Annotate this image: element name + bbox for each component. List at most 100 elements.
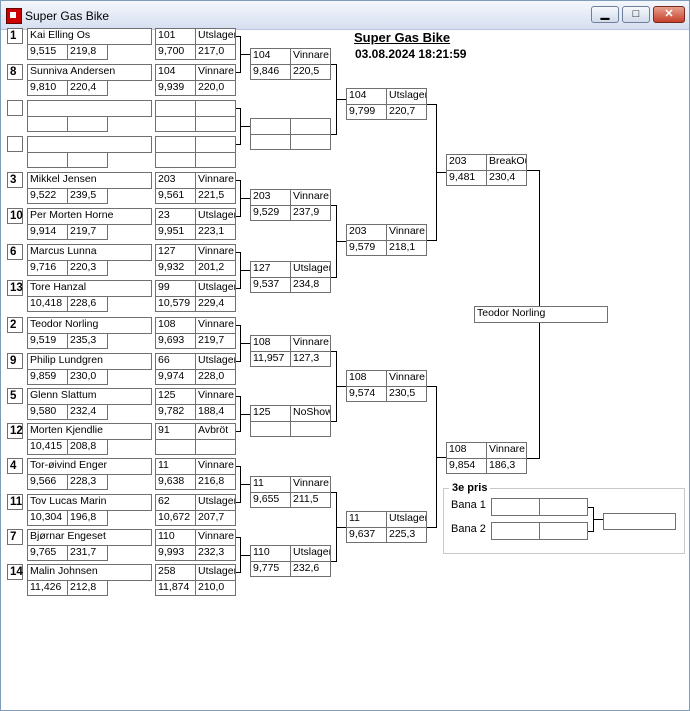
entry-number[interactable]: 203 [250,189,291,206]
winner-name[interactable]: Teodor Norling [474,306,608,323]
entry-number[interactable]: 101 [155,28,196,45]
title-bar[interactable]: Super Gas Bike ▁ □ ✕ [1,1,689,30]
entry-number[interactable]: 108 [155,317,196,334]
event-datetime: 03.08.2024 18:21:59 [355,47,467,61]
rider-name[interactable]: Tore Hanzal [27,280,152,297]
rider-name[interactable]: Glenn Slattum [27,388,152,405]
entry-number[interactable]: 66 [155,353,196,370]
bracket-line [236,36,241,37]
bracket-line [336,99,346,100]
entry-number[interactable]: 108 [250,335,291,352]
rider-name[interactable]: Morten Kjendlie [27,423,152,440]
bracket-line [331,277,337,278]
rider-name[interactable]: Philip Lundgren [27,353,152,370]
entry-number[interactable]: 11 [155,458,196,475]
entry-number[interactable]: 23 [155,208,196,225]
entry-number[interactable]: 91 [155,423,196,440]
rider-name[interactable]: Mikkel Jensen [27,172,152,189]
third-place-result[interactable] [603,513,676,530]
entry-status: Vinnare [386,370,427,387]
entry-status: Utslager [195,564,236,581]
entry-number[interactable] [155,136,196,153]
bracket-line [588,507,594,508]
entry-status [195,100,236,117]
entry-speed: 221,5 [195,188,236,204]
entry-number[interactable]: 127 [155,244,196,261]
minimize-icon: ▁ [600,8,610,20]
entry-number[interactable]: 110 [250,545,291,562]
third-lane2-b[interactable] [539,522,588,540]
bracket-line [588,531,594,532]
bracket-line [240,54,250,55]
entry-speed: 188,4 [195,404,236,420]
entry-status: Utslager [195,280,236,297]
entry-number[interactable]: 203 [446,154,487,171]
entry-number[interactable]: 104 [346,88,387,105]
seed-number: 8 [7,64,23,80]
entry-status: Vinnare [195,529,236,546]
entry-status: Utslager [195,208,236,225]
entry-number[interactable]: 125 [155,388,196,405]
close-button[interactable]: ✕ [653,6,685,23]
entry-number[interactable] [250,118,291,135]
maximize-button[interactable]: □ [622,6,650,23]
entry-number[interactable]: 203 [155,172,196,189]
entry-number[interactable]: 104 [155,64,196,81]
rider-time [27,116,68,132]
entry-time [250,421,291,437]
bracket-line [436,172,446,173]
entry-time: 10,672 [155,510,196,526]
bracket-line [427,527,437,528]
rider-name[interactable]: Malin Johnsen [27,564,152,581]
rider-name[interactable]: Teodor Norling [27,317,152,334]
bracket-line [236,466,241,467]
rider-time: 10,418 [27,296,68,312]
entry-number[interactable]: 11 [250,476,291,493]
entry-number[interactable]: 110 [155,529,196,546]
rider-name[interactable] [27,136,152,153]
rider-name[interactable]: Marcus Lunna [27,244,152,261]
entry-time [155,152,196,168]
entry-status: Avbröt [195,423,236,440]
entry-status: Vinnare [386,224,427,241]
entry-status: BreakOut [486,154,527,171]
bracket-line [427,104,437,105]
entry-number[interactable]: 203 [346,224,387,241]
entry-speed: 186,3 [486,458,527,474]
entry-number[interactable]: 108 [346,370,387,387]
bracket-line [331,64,337,65]
entry-time: 9,537 [250,277,291,293]
entry-number[interactable]: 62 [155,494,196,511]
entry-time: 9,974 [155,369,196,385]
lane1-label: Bana 1 [451,499,486,511]
entry-number[interactable]: 99 [155,280,196,297]
minimize-button[interactable]: ▁ [591,6,619,23]
rider-name[interactable]: Tov Lucas Marin [27,494,152,511]
bracket-line [236,431,241,432]
entry-number[interactable]: 108 [446,442,487,459]
rider-name[interactable] [27,100,152,117]
entry-time: 9,932 [155,260,196,276]
bracket-line [240,484,250,485]
entry-number[interactable] [155,100,196,117]
rider-speed [67,152,108,168]
rider-speed: 196,8 [67,510,108,526]
seed-number [7,136,23,152]
entry-number[interactable]: 127 [250,261,291,278]
entry-number[interactable]: 11 [346,511,387,528]
rider-name[interactable]: Kai Elling Os [27,28,152,45]
entry-number[interactable]: 258 [155,564,196,581]
third-lane1-b[interactable] [539,498,588,516]
entry-speed [290,421,331,437]
entry-number[interactable]: 104 [250,48,291,65]
entry-time: 9,700 [155,44,196,60]
rider-name[interactable]: Per Morten Horne [27,208,152,225]
rider-name[interactable]: Bjørnar Engeset [27,529,152,546]
rider-name[interactable]: Sunniva Andersen [27,64,152,81]
entry-status: Utslager [195,353,236,370]
entry-time: 9,951 [155,224,196,240]
entry-speed: 230,4 [486,170,527,186]
entry-number[interactable]: 125 [250,405,291,422]
rider-name[interactable]: Tor-øivind Enger [27,458,152,475]
bracket-line [336,241,346,242]
